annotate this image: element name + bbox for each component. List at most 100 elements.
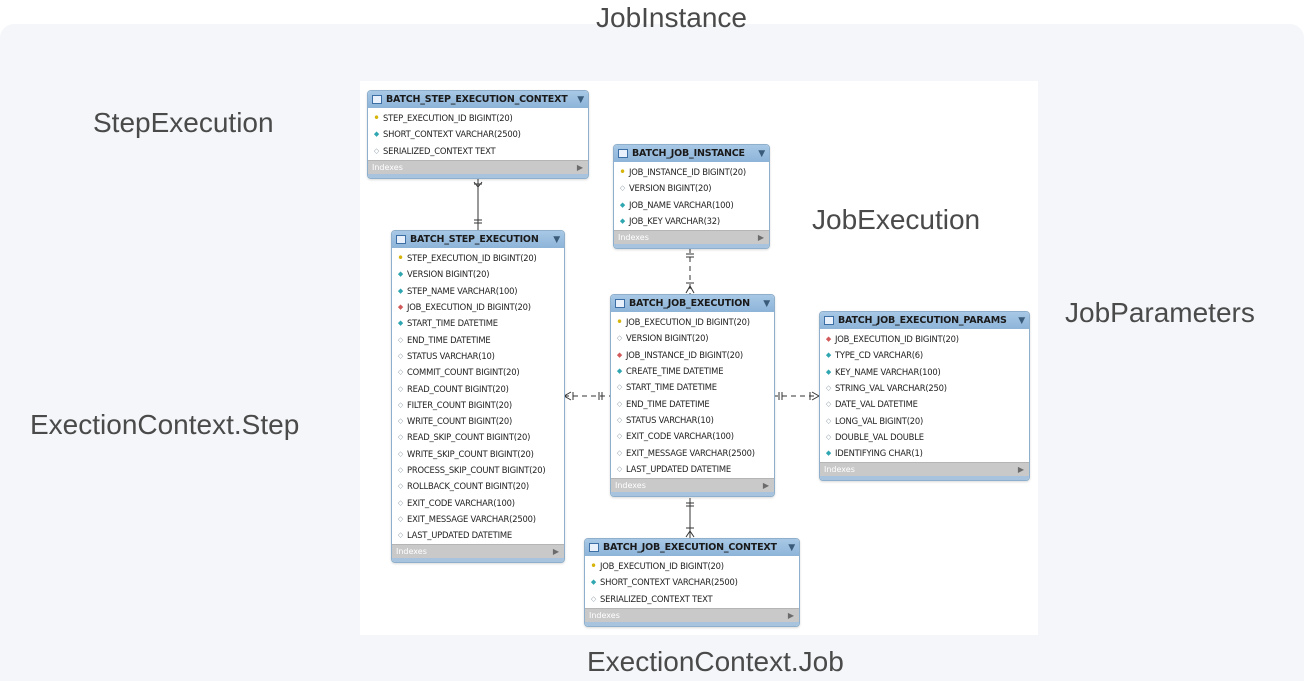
table-column[interactable]: ◆VERSION BIGINT(20) <box>392 266 564 282</box>
table-column[interactable]: ◆KEY_NAME VARCHAR(100) <box>820 364 1029 380</box>
table-column[interactable]: ◇FILTER_COUNT BIGINT(20) <box>392 397 564 413</box>
collapse-arrow-icon[interactable]: ▼ <box>577 94 584 105</box>
table-header[interactable]: BATCH_JOB_INSTANCE▼ <box>614 145 769 162</box>
table-icon <box>372 95 382 104</box>
table-column[interactable]: ◇DOUBLE_VAL DOUBLE <box>820 429 1029 445</box>
column-label: LAST_UPDATED DATETIME <box>626 463 731 474</box>
table-batch-job-execution-params[interactable]: BATCH_JOB_EXECUTION_PARAMS▼ ◆JOB_EXECUTIO… <box>819 311 1030 482</box>
column-label: WRITE_SKIP_COUNT BIGINT(20) <box>407 448 534 459</box>
indexes-section[interactable]: Indexes ▶ <box>614 230 769 245</box>
nullable-column-icon: ◇ <box>825 400 832 409</box>
indexes-section[interactable]: Indexes▶ <box>392 544 564 559</box>
indexes-section[interactable]: Indexes▶ <box>611 477 774 492</box>
expand-arrow-icon[interactable]: ▶ <box>787 610 794 620</box>
table-column[interactable]: ◇WRITE_SKIP_COUNT BIGINT(20) <box>392 446 564 462</box>
nullable-column-icon: ◇ <box>397 514 404 523</box>
column-label: KEY_NAME VARCHAR(100) <box>835 366 941 377</box>
table-column[interactable]: ◇DATE_VAL DATETIME <box>820 396 1029 412</box>
nullable-column-icon: ◇ <box>397 400 404 409</box>
table-column[interactable]: ◆START_TIME DATETIME <box>392 315 564 331</box>
column-label: STEP_EXECUTION_ID BIGINT(20) <box>383 113 513 124</box>
table-column[interactable]: ◇WRITE_COUNT BIGINT(20) <box>392 413 564 429</box>
table-column[interactable]: ◆CREATE_TIME DATETIME <box>611 363 774 379</box>
table-column[interactable]: ◇LONG_VAL BIGINT(20) <box>820 412 1029 428</box>
table-column[interactable]: •JOB_EXECUTION_ID BIGINT(20) <box>611 314 774 330</box>
table-column[interactable]: ◇SERIALIZED_CONTEXT TEXT <box>368 143 588 159</box>
table-column[interactable]: ◇LAST_UPDATED DATETIME <box>611 461 774 477</box>
table-column[interactable]: ◆JOB_EXECUTION_ID BIGINT(20) <box>820 331 1029 347</box>
nullable-column-icon: ◇ <box>397 417 404 426</box>
table-column[interactable]: ◇READ_COUNT BIGINT(20) <box>392 380 564 396</box>
table-header[interactable]: BATCH_STEP_EXECUTION▼ <box>392 231 564 248</box>
table-column[interactable]: ◇COMMIT_COUNT BIGINT(20) <box>392 364 564 380</box>
table-column[interactable]: ◆SHORT_CONTEXT VARCHAR(2500) <box>368 126 588 142</box>
foreign-key-icon: ◆ <box>616 350 623 359</box>
column-label: STATUS VARCHAR(10) <box>407 350 495 361</box>
column-list: •JOB_EXECUTION_ID BIGINT(20)◆SHORT_CONTE… <box>585 556 799 608</box>
table-column[interactable]: ◆TYPE_CD VARCHAR(6) <box>820 347 1029 363</box>
table-column[interactable]: ◇VERSION BIGINT(20) <box>611 330 774 346</box>
expand-arrow-icon[interactable]: ▶ <box>552 547 559 557</box>
expand-arrow-icon[interactable]: ▶ <box>757 233 764 243</box>
column-label: SHORT_CONTEXT VARCHAR(2500) <box>600 577 738 588</box>
expand-arrow-icon[interactable]: ▶ <box>1017 465 1024 475</box>
column-label: STATUS VARCHAR(10) <box>626 414 714 425</box>
table-column[interactable]: ◇SERIALIZED_CONTEXT TEXT <box>585 591 799 607</box>
collapse-arrow-icon[interactable]: ▼ <box>758 148 765 159</box>
table-header[interactable]: BATCH_STEP_EXECUTION_CONTEXT▼ <box>368 91 588 108</box>
table-batch-job-execution[interactable]: BATCH_JOB_EXECUTION▼ •JOB_EXECUTION_ID BI… <box>610 294 775 497</box>
table-header[interactable]: BATCH_JOB_EXECUTION_PARAMS▼ <box>820 312 1029 329</box>
table-icon <box>618 149 628 158</box>
table-column[interactable]: ◆JOB_KEY VARCHAR(32) <box>614 213 769 229</box>
table-header[interactable]: BATCH_JOB_EXECUTION▼ <box>611 295 774 312</box>
column-label: VERSION BIGINT(20) <box>407 269 490 280</box>
table-column[interactable]: ◇START_TIME DATETIME <box>611 379 774 395</box>
table-column[interactable]: ◆JOB_EXECUTION_ID BIGINT(20) <box>392 299 564 315</box>
table-batch-step-execution-context[interactable]: BATCH_STEP_EXECUTION_CONTEXT▼ •STEP_EXECU… <box>367 90 589 179</box>
nullable-column-icon: ◇ <box>616 334 623 343</box>
table-column[interactable]: ◇ROLLBACK_COUNT BIGINT(20) <box>392 478 564 494</box>
indexes-label: Indexes <box>618 233 649 243</box>
table-column[interactable]: ◇EXIT_MESSAGE VARCHAR(2500) <box>611 444 774 460</box>
table-column[interactable]: ◆JOB_NAME VARCHAR(100) <box>614 197 769 213</box>
table-column[interactable]: ◇READ_SKIP_COUNT BIGINT(20) <box>392 429 564 445</box>
table-column[interactable]: ◇PROCESS_SKIP_COUNT BIGINT(20) <box>392 462 564 478</box>
table-header[interactable]: BATCH_JOB_EXECUTION_CONTEXT▼ <box>585 539 799 556</box>
column-label: START_TIME DATETIME <box>407 318 498 329</box>
table-column[interactable]: ◇LAST_UPDATED DATETIME <box>392 527 564 543</box>
indexes-section[interactable]: Indexes▶ <box>820 462 1029 477</box>
table-column[interactable]: ◇END_TIME DATETIME <box>611 395 774 411</box>
table-footer-bar <box>614 244 769 249</box>
table-batch-job-instance[interactable]: BATCH_JOB_INSTANCE▼ •JOB_INSTANCE_ID BIGI… <box>613 144 770 250</box>
collapse-arrow-icon[interactable]: ▼ <box>553 234 560 245</box>
table-column[interactable]: ◇STATUS VARCHAR(10) <box>392 348 564 364</box>
nullable-column-icon: ◇ <box>397 433 404 442</box>
table-column[interactable]: •STEP_EXECUTION_ID BIGINT(20) <box>368 110 588 126</box>
table-column[interactable]: •JOB_EXECUTION_ID BIGINT(20) <box>585 558 799 574</box>
collapse-arrow-icon[interactable]: ▼ <box>763 298 770 309</box>
table-column[interactable]: ◇STRING_VAL VARCHAR(250) <box>820 380 1029 396</box>
table-column[interactable]: ◇EXIT_CODE VARCHAR(100) <box>611 428 774 444</box>
collapse-arrow-icon[interactable]: ▼ <box>788 542 795 553</box>
expand-arrow-icon[interactable]: ▶ <box>576 162 583 172</box>
table-batch-step-execution[interactable]: BATCH_STEP_EXECUTION▼ •STEP_EXECUTION_ID … <box>391 230 565 564</box>
table-batch-job-execution-context[interactable]: BATCH_JOB_EXECUTION_CONTEXT▼•JOB_EXECUTI… <box>584 538 800 627</box>
table-column[interactable]: ◆JOB_INSTANCE_ID BIGINT(20) <box>611 347 774 363</box>
table-column[interactable]: ◇EXIT_CODE VARCHAR(100) <box>392 494 564 510</box>
table-column[interactable]: •JOB_INSTANCE_ID BIGINT(20) <box>614 164 769 180</box>
table-column[interactable]: ◇EXIT_MESSAGE VARCHAR(2500) <box>392 511 564 527</box>
table-column[interactable]: ◆IDENTIFYING CHAR(1) <box>820 445 1029 461</box>
indexes-section[interactable]: Indexes▶ <box>585 607 799 622</box>
collapse-arrow-icon[interactable]: ▼ <box>1018 315 1025 326</box>
nullable-column-icon: ◇ <box>397 368 404 377</box>
table-column[interactable]: ◇VERSION BIGINT(20) <box>614 180 769 196</box>
table-column[interactable]: ◇STATUS VARCHAR(10) <box>611 412 774 428</box>
table-column[interactable]: •STEP_EXECUTION_ID BIGINT(20) <box>392 250 564 266</box>
table-column[interactable]: ◆SHORT_CONTEXT VARCHAR(2500) <box>585 574 799 590</box>
table-column[interactable]: ◇END_TIME DATETIME <box>392 331 564 347</box>
table-column[interactable]: ◆STEP_NAME VARCHAR(100) <box>392 283 564 299</box>
expand-arrow-icon[interactable]: ▶ <box>762 480 769 490</box>
nullable-column-icon: ◇ <box>397 498 404 507</box>
indexes-section[interactable]: Indexes▶ <box>368 159 588 174</box>
nullable-column-icon: ◇ <box>397 335 404 344</box>
